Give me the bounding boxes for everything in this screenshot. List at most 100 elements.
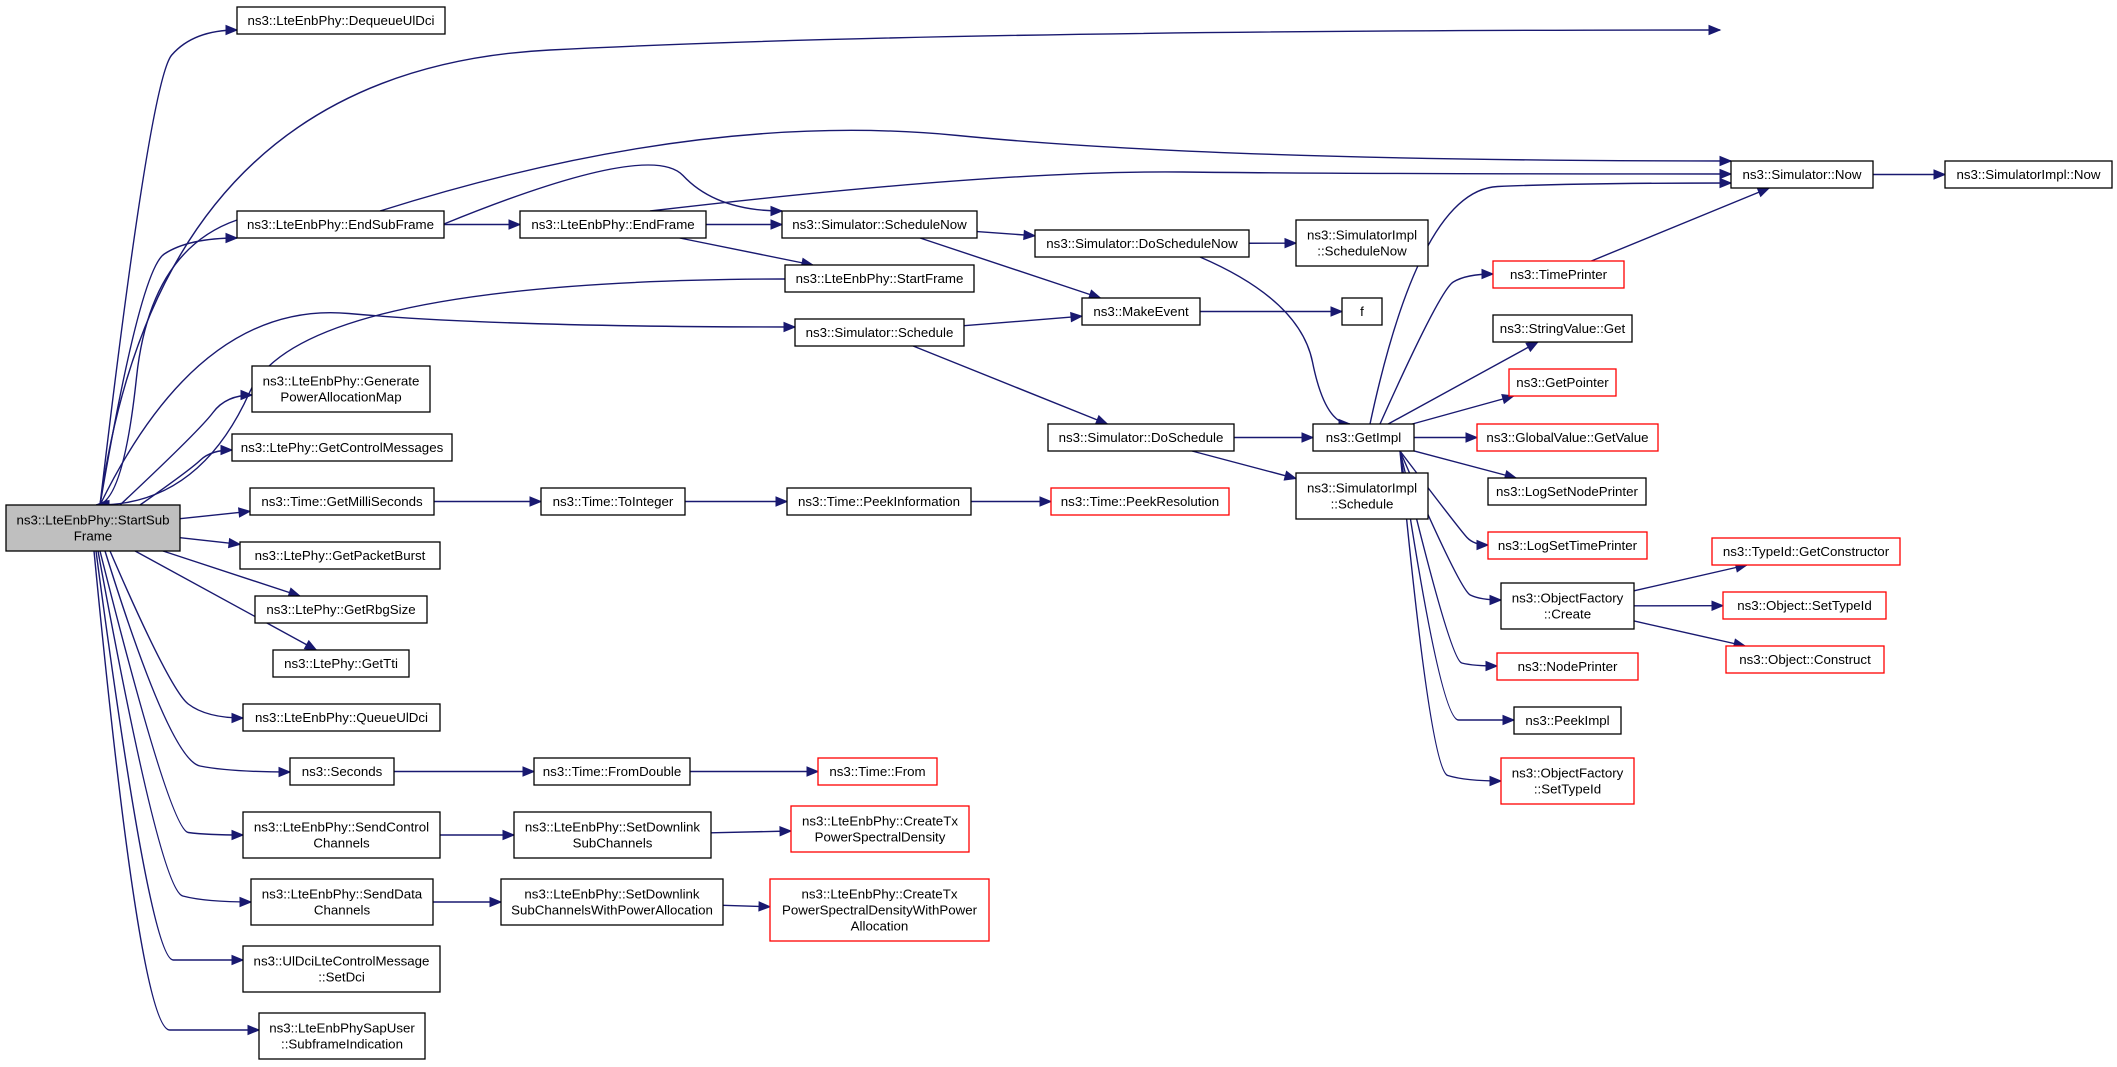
edge-root-to-dequeueUl <box>99 24 239 506</box>
node-label: Frame <box>74 529 112 544</box>
node-peek-res[interactable]: ns3::Time::PeekResolution <box>1050 487 1230 516</box>
node-to-integer[interactable]: ns3::Time::ToInteger <box>540 487 686 516</box>
node-label: ns3::Time::FromDouble <box>543 764 681 779</box>
node-peek-impl[interactable]: ns3::PeekImpl <box>1513 706 1622 735</box>
node-label: Channels <box>313 836 370 851</box>
node-label: ns3::Time::PeekInformation <box>798 494 960 509</box>
node-label: ns3::Seconds <box>302 764 383 779</box>
node-get-packet[interactable]: ns3::LtePhy::GetPacketBurst <box>239 541 441 570</box>
node-start-frame[interactable]: ns3::LteEnbPhy::StartFrame <box>784 264 975 293</box>
call-edges <box>93 24 1947 1036</box>
node-str-get[interactable]: ns3::StringValue::Get <box>1492 314 1633 343</box>
edge-getImpl-to-ofSetType <box>1399 450 1503 787</box>
node-get-pointer[interactable]: ns3::GetPointer <box>1508 368 1617 397</box>
node-time-printer[interactable]: ns3::TimePrinter <box>1492 260 1625 289</box>
node-label: PowerSpectralDensityWithPower <box>782 903 978 918</box>
node-seconds[interactable]: ns3::Seconds <box>289 757 395 786</box>
node-label: ns3::GetImpl <box>1326 430 1401 445</box>
node-node-printer[interactable]: ns3::NodePrinter <box>1496 652 1639 681</box>
node-gv-get[interactable]: ns3::GlobalValue::GetValue <box>1476 423 1659 452</box>
node-do-schedule[interactable]: ns3::Simulator::DoSchedule <box>1047 423 1235 452</box>
node-label: ns3::SimulatorImpl <box>1307 481 1417 496</box>
node-label: ns3::ObjectFactory <box>1512 591 1624 606</box>
edge-schedule-to-makeEvent <box>963 311 1084 327</box>
node-create-tx-power[interactable]: ns3::LteEnbPhy::CreateTxPowerSpectralDen… <box>769 878 990 942</box>
node-do-sched-now[interactable]: ns3::Simulator::DoScheduleNow <box>1034 229 1250 258</box>
node-end-sub-frame[interactable]: ns3::LteEnbPhy::EndSubFrame <box>236 210 445 239</box>
node-set-dl-power[interactable]: ns3::LteEnbPhy::SetDownlinkSubChannelsWi… <box>500 878 724 926</box>
edge-sendCtrl-to-setDl <box>440 829 516 841</box>
node-label: ns3::Simulator::Schedule <box>806 325 954 340</box>
node-f[interactable]: f <box>1341 297 1383 326</box>
node-label: ns3::ObjectFactory <box>1512 766 1624 781</box>
node-label: ::SubframeIndication <box>281 1037 403 1052</box>
node-get-tti[interactable]: ns3::LtePhy::GetTti <box>272 649 410 678</box>
edge-getImpl-to-gvGet <box>1414 432 1479 443</box>
node-get-rbg[interactable]: ns3::LtePhy::GetRbgSize <box>254 595 428 624</box>
node-label: ns3::Time::GetMilliSeconds <box>261 494 423 509</box>
node-label: ns3::LteEnbPhy::SetDownlink <box>525 820 701 835</box>
node-sim-impl-sched[interactable]: ns3::SimulatorImpl::Schedule <box>1295 472 1429 520</box>
edge-doSchedule-to-getImpl <box>1234 432 1315 443</box>
node-ul-dci[interactable]: ns3::UlDciLteControlMessage::SetDci <box>242 945 441 993</box>
node-from-double[interactable]: ns3::Time::FromDouble <box>533 757 691 786</box>
node-of-set-type[interactable]: ns3::ObjectFactory::SetTypeId <box>1500 757 1635 805</box>
node-get-impl[interactable]: ns3::GetImpl <box>1312 423 1415 452</box>
node-create-tx[interactable]: ns3::LteEnbPhy::CreateTxPowerSpectralDen… <box>790 805 970 853</box>
node-type-get-ctor[interactable]: ns3::TypeId::GetConstructor <box>1711 537 1901 566</box>
node-label: f <box>1360 304 1364 319</box>
node-label: Allocation <box>851 919 909 934</box>
edge-setDl-to-createTx <box>710 826 793 837</box>
node-sim-impl-sched-now[interactable]: ns3::SimulatorImpl::ScheduleNow <box>1295 219 1429 267</box>
node-peek-info[interactable]: ns3::Time::PeekInformation <box>786 487 972 516</box>
node-make-event[interactable]: ns3::MakeEvent <box>1081 297 1201 326</box>
node-sim-now[interactable]: ns3::Simulator::Now <box>1730 160 1874 189</box>
node-label: ns3::LogSetTimePrinter <box>1498 538 1638 553</box>
node-of-create[interactable]: ns3::ObjectFactory::Create <box>1500 582 1635 630</box>
node-label: PowerSpectralDensity <box>815 830 946 845</box>
node-label: ns3::SimulatorImpl <box>1307 228 1417 243</box>
edge-root-to-getPacket <box>179 536 242 549</box>
edge-makeEvent-to-f <box>1200 306 1344 317</box>
node-label: ns3::LtePhy::GetRbgSize <box>266 602 415 617</box>
edge-startFrame-to-root <box>96 278 786 511</box>
node-get-milli[interactable]: ns3::Time::GetMilliSeconds <box>249 487 435 516</box>
node-label: ns3::LogSetNodePrinter <box>1496 484 1638 499</box>
node-schedule[interactable]: ns3::Simulator::Schedule <box>794 318 965 347</box>
node-label: ns3::LtePhy::GetPacketBurst <box>255 548 426 563</box>
node-log-time[interactable]: ns3::LogSetTimePrinter <box>1487 531 1648 560</box>
node-gen-power[interactable]: ns3::LteEnbPhy::GeneratePowerAllocationM… <box>251 365 431 413</box>
node-label: ns3::LteEnbPhySapUser <box>269 1021 415 1036</box>
node-label: ns3::PeekImpl <box>1525 713 1609 728</box>
node-end-frame[interactable]: ns3::LteEnbPhy::EndFrame <box>519 210 707 239</box>
node-label: ns3::LteEnbPhy::SetDownlink <box>524 887 700 902</box>
node-time-from[interactable]: ns3::Time::From <box>817 757 938 786</box>
node-label: ns3::GlobalValue::GetValue <box>1486 430 1648 445</box>
node-obj-set-type[interactable]: ns3::Object::SetTypeId <box>1722 591 1887 620</box>
node-label: ::Create <box>1544 607 1591 622</box>
edge-getImpl-to-timePrinter <box>1379 268 1495 425</box>
node-obj-construct[interactable]: ns3::Object::Construct <box>1725 645 1885 674</box>
node-sim-impl-now[interactable]: ns3::SimulatorImpl::Now <box>1944 160 2113 189</box>
function-nodes: ns3::LteEnbPhy::StartSubFramens3::LteEnb… <box>5 6 2113 1060</box>
node-sap-user[interactable]: ns3::LteEnbPhySapUser::SubframeIndicatio… <box>258 1012 426 1060</box>
node-queue-ul[interactable]: ns3::LteEnbPhy::QueueUlDci <box>242 703 441 732</box>
edge-ofCreate-to-typeGetCtor <box>1633 562 1749 592</box>
edge-endFrame-to-startFrame <box>679 237 815 268</box>
edge-root-to-schedule <box>99 311 797 506</box>
node-log-node[interactable]: ns3::LogSetNodePrinter <box>1487 477 1647 506</box>
node-label: ns3::MakeEvent <box>1093 304 1189 319</box>
edge-schedNow-to-doSchedNow <box>976 229 1037 241</box>
edge-peekInfo-to-peekRes <box>971 496 1053 507</box>
node-dequeue-ul[interactable]: ns3::LteEnbPhy::DequeueUlDci <box>236 6 446 35</box>
edge-endSubFrame-to-endFrame <box>444 219 522 230</box>
node-get-ctrl[interactable]: ns3::LtePhy::GetControlMessages <box>231 433 453 462</box>
node-label: ns3::LtePhy::GetControlMessages <box>241 440 444 455</box>
node-label: ns3::LteEnbPhy::EndSubFrame <box>247 217 434 232</box>
node-sched-now[interactable]: ns3::Simulator::ScheduleNow <box>781 210 978 239</box>
edge-schedule-to-doSchedule <box>912 345 1109 425</box>
